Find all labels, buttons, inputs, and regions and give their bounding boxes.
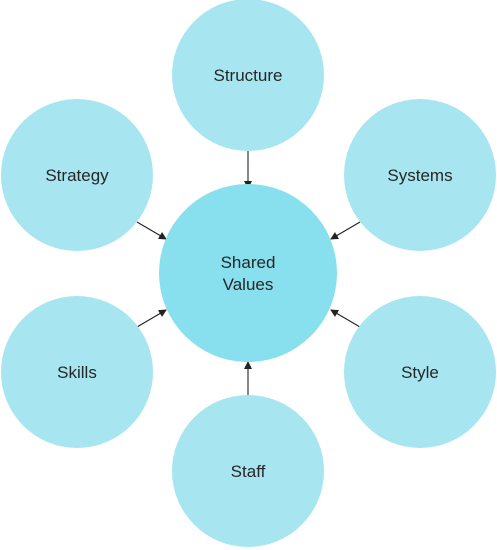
node-label-style: Style (401, 363, 439, 382)
connector-systems (330, 221, 361, 240)
node-label-systems: Systems (387, 166, 452, 185)
node-label-skills: Skills (57, 363, 97, 382)
connector-style (330, 309, 361, 328)
node-systems: Systems (344, 99, 496, 251)
node-structure: Structure (172, 0, 324, 151)
node-strategy: Strategy (1, 99, 153, 251)
node-skills: Skills (1, 296, 153, 448)
connector-skills (136, 309, 167, 328)
node-label-strategy: Strategy (45, 166, 109, 185)
node-shared-values: Shared Values (159, 184, 337, 362)
connector-strategy (136, 221, 167, 240)
center-label-line1: Shared (221, 253, 276, 272)
node-label-staff: Staff (231, 462, 266, 481)
node-style: Style (344, 296, 496, 448)
node-label-structure: Structure (214, 66, 283, 85)
center-label-line2: Values (223, 275, 274, 294)
node-staff: Staff (172, 395, 324, 547)
